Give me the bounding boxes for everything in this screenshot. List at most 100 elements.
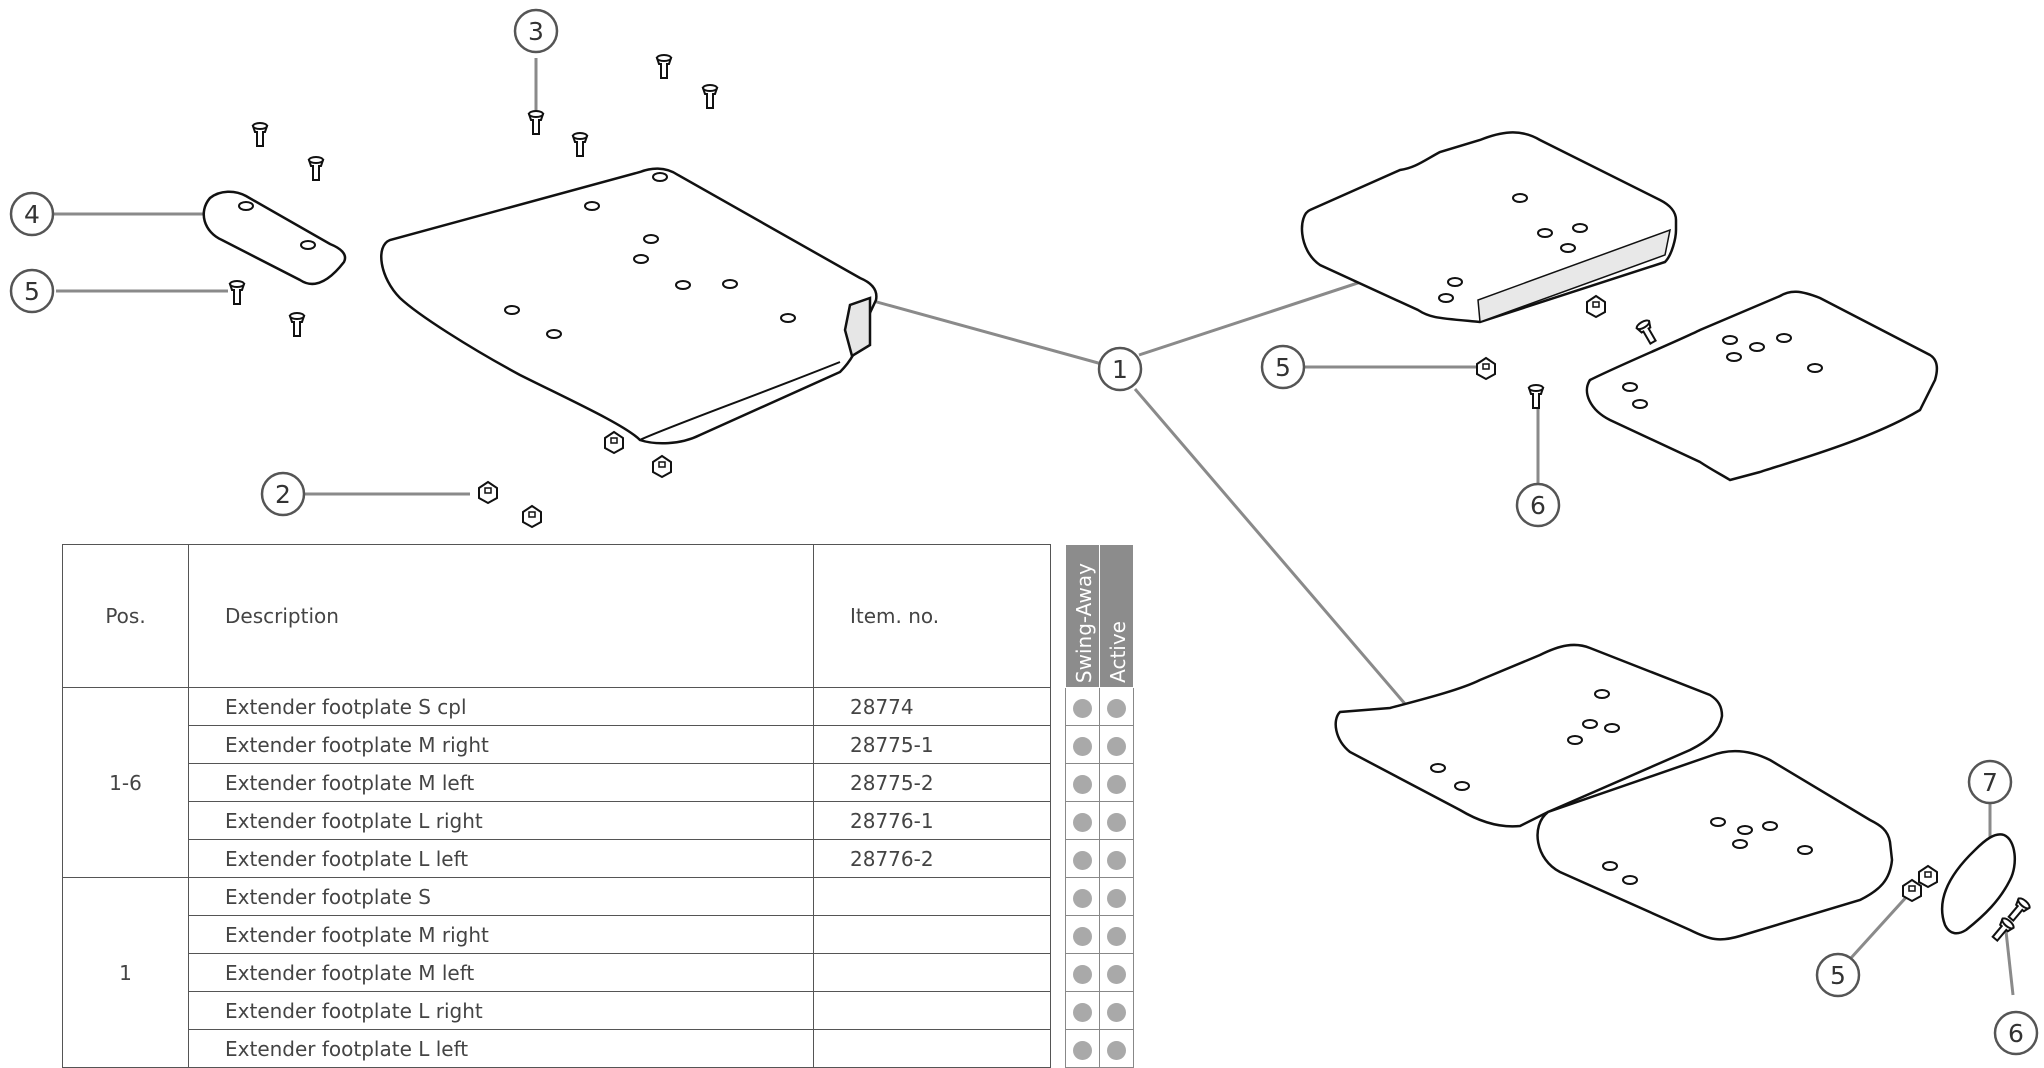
header-swing-away: Swing-Away <box>1065 544 1100 688</box>
swing-mark-cell <box>1065 991 1100 1030</box>
item-no-cell: 28775-2 <box>813 763 1051 802</box>
active-mark-cell <box>1099 725 1134 764</box>
svg-text:2: 2 <box>275 480 291 509</box>
swing-mark-cell <box>1065 1029 1100 1068</box>
svg-text:5: 5 <box>1830 961 1846 990</box>
filled-dot-icon <box>1073 698 1092 718</box>
callout-3: 3 <box>513 8 559 54</box>
svg-text:5: 5 <box>24 277 40 306</box>
item-no-cell: 28776-1 <box>813 801 1051 840</box>
swing-mark-cell <box>1065 839 1100 878</box>
plate-part-4 <box>202 190 347 286</box>
description-cell: Extender footplate L left <box>188 839 814 878</box>
item-no-cell <box>813 991 1051 1030</box>
callout-7: 7 <box>1967 759 2013 805</box>
swing-mark-cell <box>1065 725 1100 764</box>
filled-dot-icon <box>1107 926 1126 946</box>
filled-dot-icon <box>1073 1002 1092 1022</box>
description-cell: Extender footplate S <box>188 877 814 916</box>
swing-mark-cell <box>1065 915 1100 954</box>
filled-dot-icon <box>1107 812 1126 832</box>
footplate-bottom-right <box>1536 749 1894 941</box>
description-cell: Extender footplate L right <box>188 801 814 840</box>
active-mark-cell <box>1099 877 1134 916</box>
filled-dot-icon <box>1107 964 1126 984</box>
active-mark-cell <box>1099 839 1134 878</box>
nuts <box>478 431 672 528</box>
swing-mark-cell <box>1065 763 1100 802</box>
filled-dot-icon <box>1073 1040 1092 1060</box>
callout-5-right: 5 <box>1260 344 1306 390</box>
footplate-right <box>1585 290 1939 482</box>
header-active: Active <box>1099 544 1134 688</box>
item-no-cell: 28774 <box>813 687 1051 726</box>
table-row: Extender footplate M right <box>63 915 1134 954</box>
filled-dot-icon <box>1073 774 1092 794</box>
active-mark-cell <box>1099 953 1134 992</box>
description-cell: Extender footplate M left <box>188 953 814 992</box>
svg-text:3: 3 <box>528 17 544 46</box>
footplate-bottom-left <box>1334 643 1724 828</box>
callouts: 1 2 3 4 5 5 6 7 5 6 <box>9 8 2039 1056</box>
filled-dot-icon <box>1107 1002 1126 1022</box>
callout-6-bottom: 6 <box>1993 1010 2039 1056</box>
swing-mark-cell <box>1065 953 1100 992</box>
filled-dot-icon <box>1073 964 1092 984</box>
filled-dot-icon <box>1107 888 1126 908</box>
filled-dot-icon <box>1073 850 1092 870</box>
active-mark-cell <box>1099 915 1134 954</box>
svg-text:5: 5 <box>1275 353 1291 382</box>
description-cell: Extender footplate M right <box>188 915 814 954</box>
pos-cell: 1 <box>62 877 189 1068</box>
callout-6-right: 6 <box>1515 482 1561 528</box>
callout-5-left: 5 <box>9 268 55 314</box>
item-no-cell <box>813 953 1051 992</box>
description-cell: Extender footplate L right <box>188 991 814 1030</box>
item-no-cell: 28775-1 <box>813 725 1051 764</box>
active-mark-cell <box>1099 801 1134 840</box>
active-mark-cell <box>1099 1029 1134 1068</box>
callout-2: 2 <box>260 471 306 517</box>
parts-table: Pos. Description Item. no. Swing-Away Ac… <box>62 544 1134 1068</box>
filled-dot-icon <box>1073 926 1092 946</box>
active-mark-cell <box>1099 687 1134 726</box>
svg-text:6: 6 <box>1530 491 1546 520</box>
svg-text:7: 7 <box>1982 768 1998 797</box>
filled-dot-icon <box>1073 888 1092 908</box>
description-cell: Extender footplate M right <box>188 725 814 764</box>
active-mark-cell <box>1099 991 1134 1030</box>
table-row: Extender footplate M left <box>63 953 1134 992</box>
header-description: Description <box>188 544 814 688</box>
description-cell: Extender footplate L left <box>188 1029 814 1068</box>
swing-mark-cell <box>1065 877 1100 916</box>
svg-text:1: 1 <box>1112 355 1128 384</box>
table-row: Extender footplate L right <box>63 991 1134 1030</box>
part-7-cover <box>1902 833 2033 945</box>
item-no-cell <box>813 1029 1051 1068</box>
header-item-no: Item. no. <box>813 544 1051 688</box>
footplate-top-right <box>1300 131 1678 324</box>
filled-dot-icon <box>1107 774 1126 794</box>
callout-4: 4 <box>9 191 55 237</box>
svg-text:6: 6 <box>2008 1019 2024 1048</box>
swing-mark-cell <box>1065 687 1100 726</box>
callout-1: 1 <box>1097 346 1143 392</box>
description-cell: Extender footplate S cpl <box>188 687 814 726</box>
filled-dot-icon <box>1073 812 1092 832</box>
filled-dot-icon <box>1107 698 1126 718</box>
header-pos: Pos. <box>62 544 189 688</box>
table-row: Extender footplate L left <box>63 1029 1134 1068</box>
item-no-cell <box>813 877 1051 916</box>
pos-cell: 1-6 <box>62 687 189 878</box>
description-cell: Extender footplate M left <box>188 763 814 802</box>
filled-dot-icon <box>1073 736 1092 756</box>
filled-dot-icon <box>1107 1040 1126 1060</box>
callout-5-bottom: 5 <box>1815 952 1861 998</box>
